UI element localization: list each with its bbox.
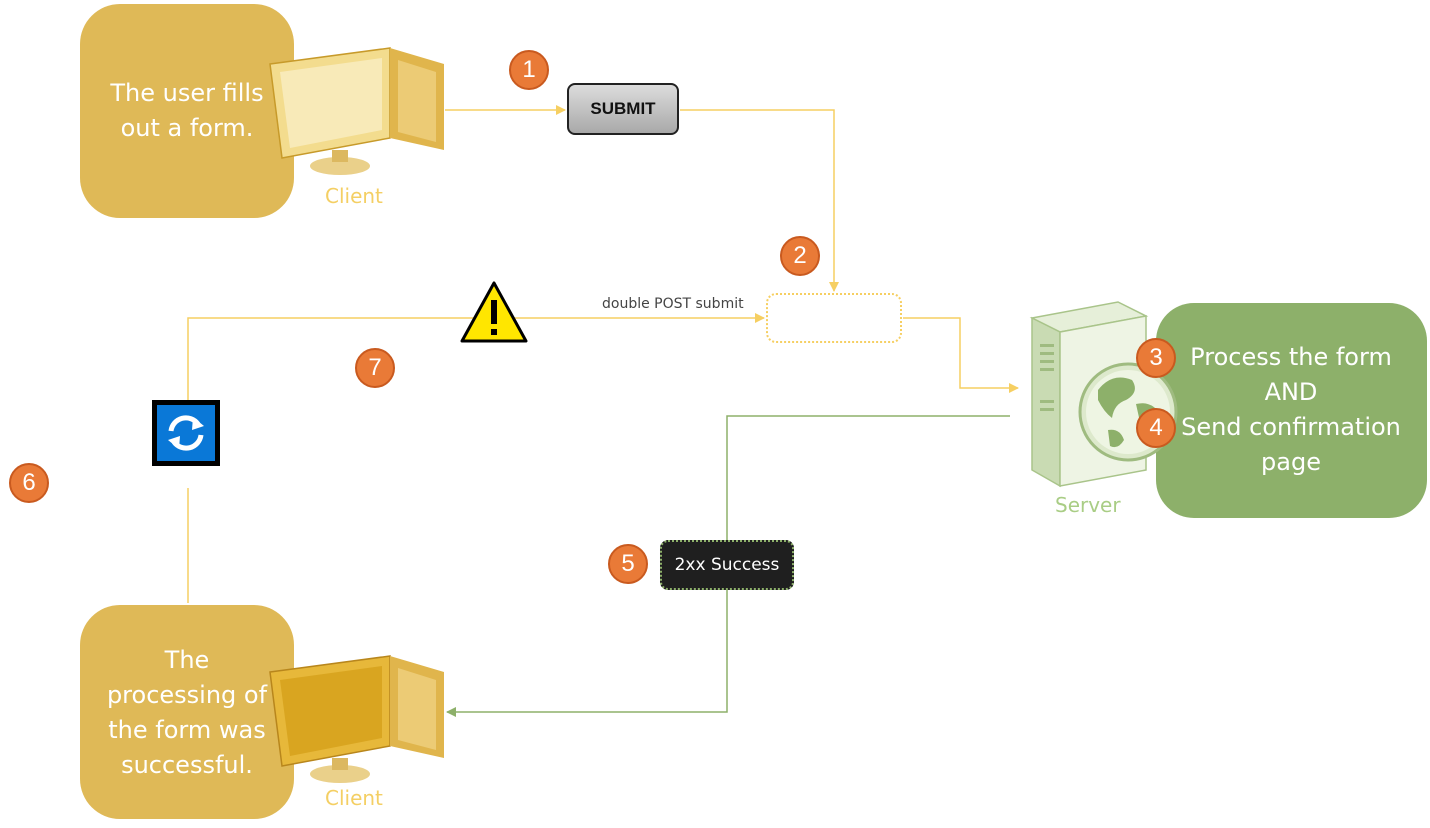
request-box <box>766 293 902 343</box>
server-label: Server <box>1055 493 1121 517</box>
connector-double-post-upper <box>187 313 765 400</box>
server-text: Process the form AND Send confirmation p… <box>1166 340 1416 480</box>
step-badge-2: 2 <box>780 236 820 276</box>
submit-button[interactable]: SUBMIT <box>567 83 679 135</box>
double-post-label: double POST submit <box>602 296 744 312</box>
step-badge-3: 3 <box>1136 338 1176 378</box>
bottom-client-text-line-2: processing of <box>106 681 268 709</box>
step-badge-6: 6 <box>9 463 49 503</box>
bottom-client-text-line-4: successful. <box>121 751 253 779</box>
bottom-client-text-line-1: The <box>164 646 210 674</box>
connector-response-to-client <box>446 590 728 717</box>
server-text-line-2: AND <box>1264 378 1318 406</box>
success-badge: 2xx Success <box>660 540 794 590</box>
warning-icon <box>460 281 528 343</box>
connector-request-to-server <box>903 317 1019 393</box>
server-text-line-4: page <box>1261 448 1321 476</box>
connector-server-response <box>726 415 1010 540</box>
top-client-text: The user fills out a form. <box>80 76 294 146</box>
bottom-client-text: The processing of the form was successfu… <box>80 643 294 783</box>
server-globe-icon <box>1029 301 1178 488</box>
monitor-icon <box>269 47 444 175</box>
top-client-text-line-1: The user fills <box>110 79 264 107</box>
connector-submit-to-request <box>680 109 839 292</box>
top-client-box <box>80 4 294 218</box>
step-badge-5: 5 <box>608 544 648 584</box>
top-client-label: Client <box>325 184 383 208</box>
bottom-client-label: Client <box>325 786 383 810</box>
refresh-icon[interactable] <box>152 400 220 466</box>
monitor-icon <box>269 655 444 783</box>
server-box <box>1156 303 1427 518</box>
top-client-text-line-2: out a form. <box>120 114 254 142</box>
bottom-client-box <box>80 605 294 819</box>
bottom-client-text-line-3: the form was <box>108 716 266 744</box>
step-badge-4: 4 <box>1136 408 1176 448</box>
step-badge-1: 1 <box>509 50 549 90</box>
server-text-line-1: Process the form <box>1190 343 1392 371</box>
step-badge-7: 7 <box>355 348 395 388</box>
server-text-line-3: Send confirmation <box>1181 413 1401 441</box>
